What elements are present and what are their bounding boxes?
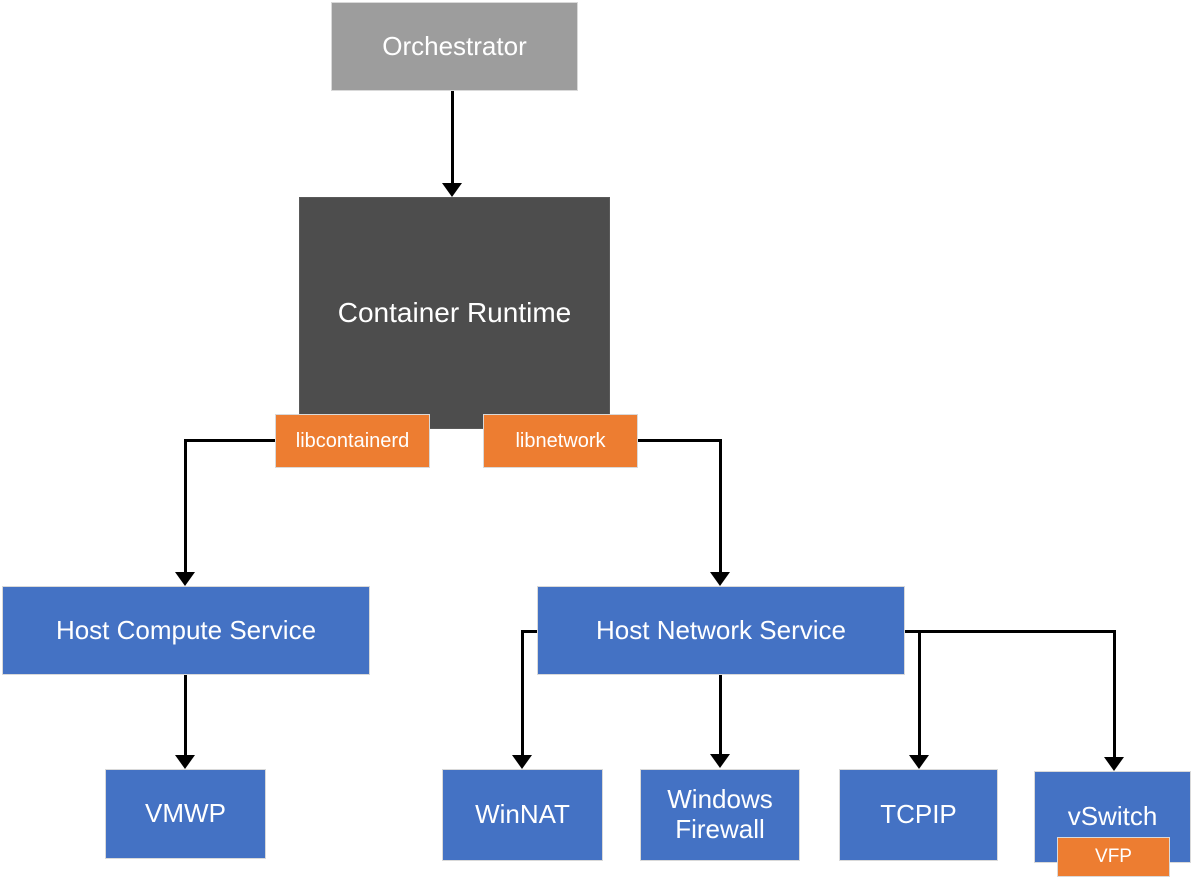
node-vmwp: VMWP (105, 769, 266, 859)
node-windows-firewall-label: Windows Firewall (667, 784, 773, 844)
node-windows-firewall: Windows Firewall (640, 769, 800, 861)
node-vmwp-label: VMWP (145, 798, 226, 829)
edge-orchestrator-runtime-line (451, 91, 454, 184)
edge-libnetwork-hns-line-v (719, 439, 722, 572)
edge-hns-winfw-line (719, 675, 722, 755)
node-tcpip-label: TCPIP (880, 799, 957, 830)
node-host-network-service: Host Network Service (537, 586, 905, 675)
node-libnetwork-label: libnetwork (515, 429, 606, 452)
node-winnat-label: WinNAT (475, 799, 570, 830)
edge-hns-winnat-line-h (522, 630, 538, 633)
edge-hns-winnat-line-v (521, 630, 524, 756)
node-orchestrator-label: Orchestrator (382, 30, 527, 61)
node-winnat: WinNAT (442, 769, 603, 861)
node-orchestrator: Orchestrator (331, 2, 578, 91)
node-libcontainerd: libcontainerd (275, 414, 430, 468)
node-libnetwork: libnetwork (483, 414, 638, 468)
edge-libnetwork-hns-arrowhead (710, 572, 730, 586)
node-container-runtime: Container Runtime (299, 197, 610, 429)
edge-hns-vswitch-line-v (1113, 630, 1116, 759)
node-vfp: VFP (1057, 837, 1170, 877)
node-host-network-service-label: Host Network Service (596, 614, 846, 645)
edge-hns-right-line-h (905, 630, 1116, 633)
node-vswitch-label: vSwitch (1067, 801, 1158, 832)
node-host-compute-service-label: Host Compute Service (55, 614, 317, 645)
edge-libcontainerd-hcs-arrowhead (175, 572, 195, 586)
node-container-runtime-label: Container Runtime (337, 296, 572, 328)
edge-hns-winnat-arrowhead (512, 755, 532, 769)
edge-libcontainerd-hcs-line-h (185, 439, 276, 442)
edge-libcontainerd-hcs-line-v (184, 439, 187, 572)
edge-hns-tcpip-line-v (918, 630, 921, 756)
node-tcpip: TCPIP (839, 769, 998, 861)
node-libcontainerd-label: libcontainerd (295, 429, 410, 452)
edge-hcs-vmwp-arrowhead (175, 755, 195, 769)
edge-hcs-vmwp-line (184, 675, 187, 756)
node-vfp-label: VFP (1095, 846, 1132, 868)
edge-orchestrator-runtime-arrowhead (442, 183, 462, 197)
edge-hns-winfw-arrowhead (710, 754, 730, 768)
node-host-compute-service: Host Compute Service (2, 586, 370, 675)
edge-hns-vswitch-arrowhead (1104, 757, 1124, 771)
edge-hns-tcpip-arrowhead (909, 755, 929, 769)
edge-libnetwork-hns-line-h (637, 439, 721, 442)
